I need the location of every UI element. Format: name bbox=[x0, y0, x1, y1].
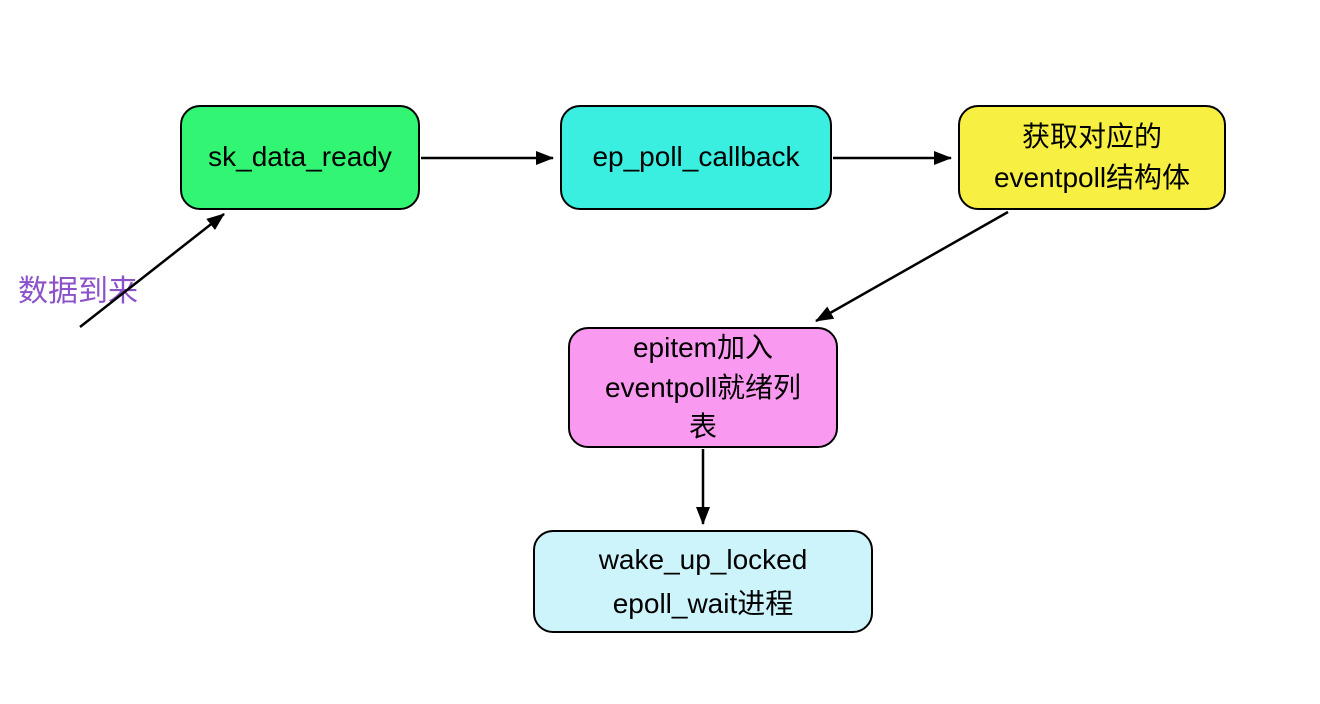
node-label: sk_data_ready bbox=[208, 141, 392, 173]
data-arrival-label: 数据到来 bbox=[18, 275, 138, 308]
node-label: eventpoll结构体 bbox=[993, 161, 1191, 193]
node-wake-up-locked: wake_up_locked epoll_wait进程 bbox=[533, 530, 873, 633]
node-label: wake_up_locked bbox=[598, 544, 808, 576]
node-label: eventpoll就绪列 bbox=[604, 371, 802, 403]
node-ep-poll-callback: ep_poll_callback bbox=[560, 105, 832, 210]
node-sk-data-ready: sk_data_ready bbox=[180, 105, 420, 210]
node-label: epoll_wait进程 bbox=[612, 587, 794, 619]
node-epitem-join-ready-list: epitem加入 eventpoll就绪列 表 bbox=[568, 327, 838, 448]
edge-get-eventpoll-struct-to-epitem-join-ready-list bbox=[815, 210, 1009, 323]
node-label: ep_poll_callback bbox=[592, 141, 800, 173]
node-label: 获取对应的 bbox=[1021, 120, 1162, 152]
node-label: 表 bbox=[688, 411, 717, 443]
node-get-eventpoll-struct: 获取对应的 eventpoll结构体 bbox=[958, 105, 1226, 210]
node-label: epitem加入 bbox=[632, 331, 774, 363]
